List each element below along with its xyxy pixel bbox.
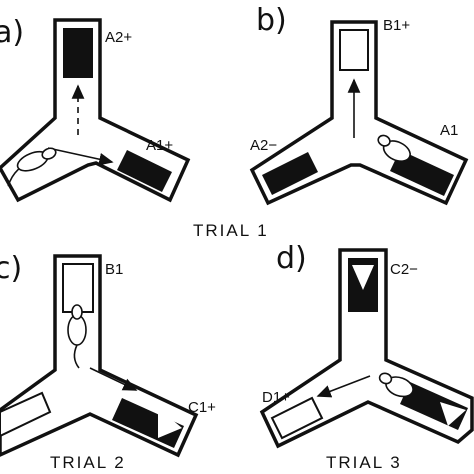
panel-b-top-label: B1+	[383, 17, 410, 34]
panel-d-goal-left	[270, 396, 324, 440]
panel-c-letter: c)	[0, 251, 22, 286]
caption-trial-2: TRIAL 2	[50, 453, 126, 472]
arrow-icon	[316, 375, 371, 398]
panel-b-left-label: A2−	[250, 137, 277, 154]
rat-icon	[67, 304, 87, 369]
arrow-icon	[47, 147, 114, 166]
panel-b-right-label: A1	[440, 122, 458, 139]
panel-b: b) B1+ A2− A1	[249, 3, 469, 206]
panel-b-goal-left	[262, 152, 318, 195]
rat-icon	[7, 147, 57, 187]
panel-a-letter: a)	[0, 15, 24, 50]
panel-c-goal-right	[112, 398, 184, 448]
rat-icon	[377, 134, 411, 162]
caption-trial-1: TRIAL 1	[193, 221, 269, 240]
panel-c-maze	[0, 254, 199, 458]
panel-d-top-label: C2−	[390, 261, 418, 278]
panel-a-goal-top	[63, 28, 93, 78]
panel-d-left-label: D1+	[262, 389, 290, 406]
panel-b-goal-right	[390, 150, 454, 196]
panel-c-goal-left	[0, 391, 52, 438]
arrow-icon	[89, 367, 138, 391]
panel-a-right-label: A1+	[146, 137, 173, 154]
panel-d: d) C2− D1+	[259, 241, 474, 449]
panel-b-goal-top	[339, 29, 369, 71]
panel-b-letter: b)	[256, 3, 287, 38]
caption-trial-3: TRIAL 3	[326, 453, 402, 472]
panel-a-goal-right	[117, 150, 172, 192]
panel-c: c) B1 C1+	[0, 251, 216, 458]
panel-c-goal-top	[62, 263, 94, 313]
panel-d-letter: d)	[276, 241, 307, 276]
triangle-marker-icon	[440, 402, 466, 426]
panel-a: a) A2+ A1+	[0, 15, 191, 203]
panel-c-top-label: B1	[105, 261, 123, 278]
panel-a-top-label: A2+	[105, 29, 132, 46]
triangle-marker-icon	[352, 265, 374, 290]
triangle-marker-icon	[158, 408, 182, 438]
panel-c-right-label: C1+	[188, 399, 216, 416]
rat-icon	[378, 372, 414, 398]
